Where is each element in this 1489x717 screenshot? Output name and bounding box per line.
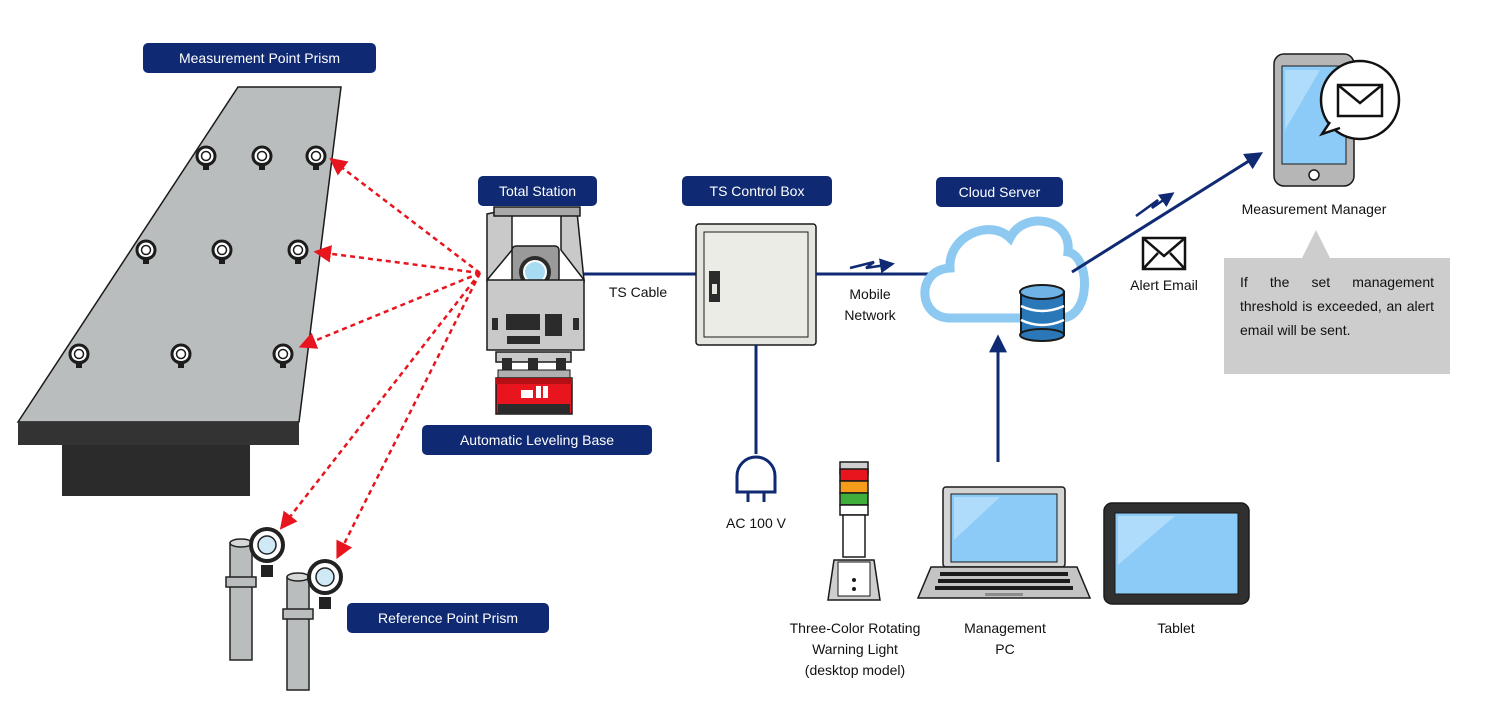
- control-box-icon: [695, 223, 817, 346]
- warning-light-label-line: (desktop model): [804, 662, 906, 678]
- total-station-icon: [486, 206, 586, 379]
- callout-pointer: [1302, 230, 1330, 258]
- ac-power-label: AC 100 V: [726, 515, 786, 531]
- management-pc-label: Management PC: [945, 618, 1065, 660]
- warning-light-label: Three-Color Rotating Warning Light (desk…: [768, 618, 942, 681]
- mobile-network-label-line: Mobile: [849, 286, 891, 302]
- envelope-icon: [1141, 236, 1187, 271]
- ts-control-box-label: TS Control Box: [682, 176, 832, 206]
- mobile-network-label: Mobile Network: [830, 284, 910, 326]
- reference-point-prism-label: Reference Point Prism: [347, 603, 549, 633]
- laptop-icon: [916, 486, 1092, 599]
- tablet-label: Tablet: [1157, 620, 1195, 636]
- warning-light-icon: [827, 461, 881, 601]
- ts-cable-label: TS Cable: [608, 284, 668, 300]
- management-pc-label-line: Management: [964, 620, 1046, 636]
- warning-light-label-line: Warning Light: [812, 641, 898, 657]
- laser-arrows: [279, 157, 482, 560]
- smartphone-icon: [1273, 53, 1401, 187]
- tablet-icon: [1103, 502, 1250, 605]
- measurement-point-prism-label: Measurement Point Prism: [143, 43, 376, 73]
- mobile-network-label-line: Network: [844, 307, 896, 323]
- total-station-label: Total Station: [478, 176, 597, 206]
- reference-prism-posts: [225, 527, 343, 691]
- database-icon: [1019, 284, 1065, 342]
- automatic-leveling-base-label: Automatic Leveling Base: [422, 425, 652, 455]
- management-pc-label-line: PC: [995, 641, 1015, 657]
- alert-email-label: Alert Email: [1130, 277, 1198, 293]
- bridge-girder: [16, 86, 342, 496]
- warning-light-label-line: Three-Color Rotating: [789, 620, 921, 636]
- alert-line: [1071, 152, 1264, 274]
- cloud-server-label: Cloud Server: [936, 177, 1063, 207]
- alert-callout: If the set management threshold is excee…: [1224, 258, 1450, 374]
- power-plug-icon: [735, 455, 777, 502]
- lightning-icon: [849, 258, 895, 274]
- measurement-manager-label: Measurement Manager: [1241, 201, 1387, 217]
- automatic-leveling-base-icon: [495, 377, 573, 415]
- lightning-icon: [1135, 192, 1175, 218]
